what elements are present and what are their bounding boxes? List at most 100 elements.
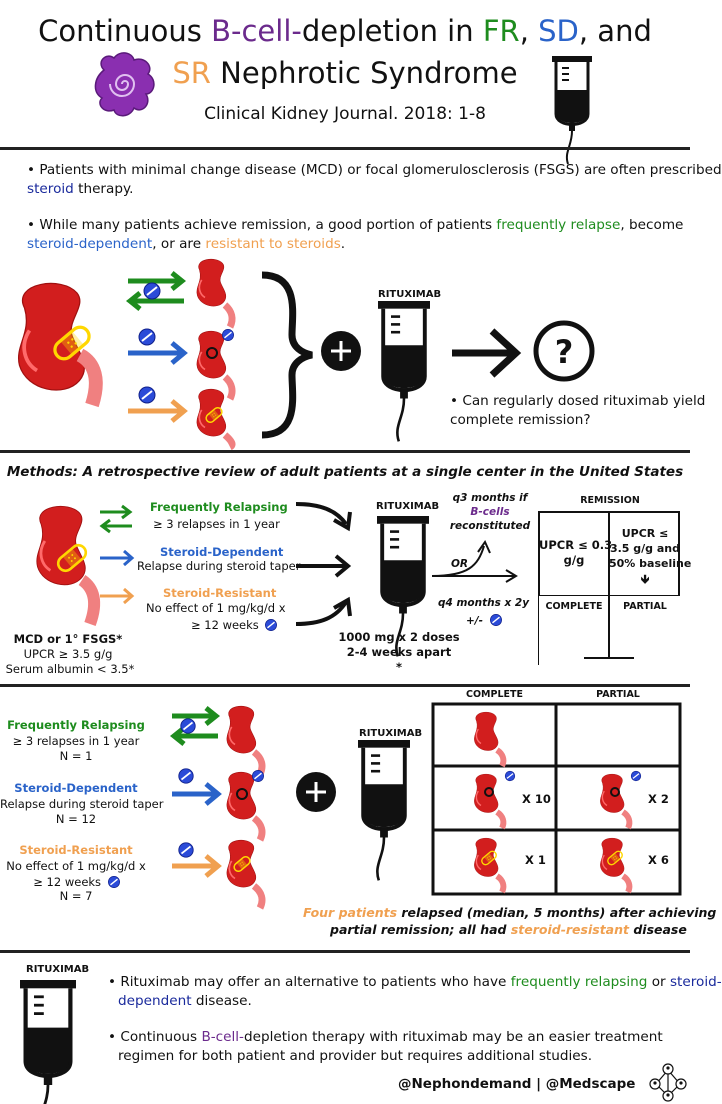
remission-stand <box>584 596 634 659</box>
complete-criteria-1: UPCR ≤ 0.3 <box>539 538 613 552</box>
dose-line-1: 1000 mg x 2 doses <box>338 630 460 644</box>
relapse-line-1: Four patients relapsed (median, 5 months… <box>303 905 716 920</box>
results-sd-n: N = 12 <box>55 812 97 826</box>
conclusion-text: • Rituximab may offer an alternative to … <box>108 974 511 990</box>
methods-rituximab-label: RITUXIMAB <box>376 501 440 512</box>
intro-text: therapy. <box>73 181 134 197</box>
conclusion-text: depletion therapy with rituximab may be … <box>243 1029 663 1045</box>
dose-line-2: 2-4 weeks apart <box>346 645 452 659</box>
title-part: , and <box>578 14 652 48</box>
methods-sr-weeks: ≥ 12 weeks <box>191 618 259 632</box>
svg-text:?: ? <box>555 333 574 371</box>
col-partial: PARTIAL <box>596 689 640 700</box>
iv-bag-icon <box>356 738 412 883</box>
steroid-ring-icon <box>610 787 620 797</box>
methods-heading: Methods: A retrospective review of adult… <box>6 464 684 480</box>
steroid-pill-icon <box>179 717 197 735</box>
conclusion-bullet-1-cont: dependent disease. <box>118 993 252 1009</box>
intro-question-2: complete remission? <box>450 412 591 428</box>
intro-text: • While many patients achieve remission,… <box>27 217 497 233</box>
results-fr-title: Frequently Relapsing <box>7 718 145 732</box>
steroid-pill-icon <box>251 769 265 783</box>
arrow-right-icon <box>100 587 135 605</box>
intro-sd: steroid-dependent <box>27 236 153 252</box>
dose-line-3: * <box>395 660 402 674</box>
criteria-3: Serum albumin < 3.5* <box>5 662 135 676</box>
intro-rituximab-label: RITUXIMAB <box>378 289 442 300</box>
kidney-icon <box>196 258 227 307</box>
q4-plusminus: +/- <box>466 615 483 627</box>
ureter-icon <box>76 348 103 408</box>
conclusion-text: disease. <box>191 993 252 1009</box>
methods-sd-desc: Relapse during steroid taper <box>137 559 301 573</box>
q3-line-3: reconstituted <box>449 520 531 532</box>
kidney-icon <box>226 705 257 754</box>
steroid-pill-icon <box>177 767 195 785</box>
intro-text: , or are <box>152 236 206 252</box>
arrow-right-icon <box>100 549 135 567</box>
methods-sd-title: Steroid-Dependent <box>160 545 284 559</box>
remission-title: REMISSION <box>580 495 640 506</box>
conclusion-bullet-2-cont: regimen for both patient and provider bu… <box>118 1048 593 1064</box>
divider <box>0 950 690 953</box>
down-arrow-icon: 🡻 <box>640 572 650 586</box>
brace-icon <box>261 271 313 439</box>
arrow-icon <box>333 511 352 532</box>
arrow-right-icon <box>432 569 518 583</box>
sd-complete-count: X 10 <box>522 792 551 806</box>
results-sr-desc-2: ≥ 12 weeks <box>0 874 152 889</box>
title-sr: SR <box>172 56 211 90</box>
intro-bullet-1-cont: steroid therapy. <box>27 181 133 197</box>
complete-label: COMPLETE <box>545 601 603 612</box>
steroid-pill-icon <box>143 282 161 300</box>
results-sr-n: N = 7 <box>59 889 93 903</box>
results-sd-title: Steroid-Dependent <box>14 781 138 795</box>
steroid-pill-icon <box>221 328 235 342</box>
steroid-ring-icon <box>484 787 494 797</box>
arrow-right-icon <box>172 706 221 726</box>
arrow-left-icon <box>169 726 218 746</box>
intro-text: • Patients with minimal change disease (… <box>27 162 722 178</box>
steroid-ring-icon <box>236 788 248 800</box>
credit: @Nephondemand | @Medscape <box>398 1076 636 1092</box>
conclusion-text: • Continuous <box>108 1029 202 1045</box>
iv-bag-icon <box>550 54 594 166</box>
relapse-text: relapsed (median, 5 months) after achiev… <box>397 905 717 920</box>
intro-bullet-2-cont: steroid-dependent, or are resistant to s… <box>27 236 345 252</box>
partial-label: PARTIAL <box>623 601 667 612</box>
title-part: Nephrotic Syndrome <box>210 56 518 90</box>
methods-sr-desc-2: ≥ 12 weeks <box>191 617 278 632</box>
relapse-four-patients: Four patients <box>303 905 398 920</box>
q4-line-1: q4 months x 2y <box>438 597 530 609</box>
intro-bullet-2: • While many patients achieve remission,… <box>27 217 683 233</box>
title-line-2: SR Nephrotic Syndrome <box>0 56 690 90</box>
criteria-1: MCD or 1° FSGS* <box>13 632 123 646</box>
complete-criteria-2: g/g <box>563 553 585 567</box>
methods-sr-title: Steroid-Resistant <box>163 586 277 600</box>
kidney-icon <box>226 771 257 820</box>
intro-text: . <box>340 236 346 252</box>
arrow-icon <box>333 596 352 617</box>
kidney-icon <box>196 330 227 379</box>
title-part: , <box>519 14 539 48</box>
citation: Clinical Kidney Journal. 2018: 1-8 <box>204 104 486 124</box>
arrow-right-icon <box>172 782 222 806</box>
arrow-right-icon <box>452 328 522 378</box>
steroid-pill-icon <box>504 770 516 782</box>
conclusion-rituximab-label: RITUXIMAB <box>26 964 90 975</box>
intro-sr: resistant to steroids <box>205 236 341 252</box>
intro-question-1: • Can regularly dosed rituximab yield <box>450 393 706 409</box>
relapse-sr: steroid-resistant <box>510 922 629 937</box>
methods-fr-desc: ≥ 3 relapses in 1 year <box>153 517 280 531</box>
divider <box>0 147 690 150</box>
col-complete: COMPLETE <box>466 689 523 700</box>
conclusion-sd: steroid- <box>669 974 722 990</box>
title-bcell: B-cell- <box>211 14 302 48</box>
methods-sr-desc-1: No effect of 1 mg/kg/d x <box>146 601 286 615</box>
results-sr-weeks: ≥ 12 weeks <box>33 875 102 889</box>
steroid-pill-icon <box>138 386 156 404</box>
arrow-right-icon <box>128 271 187 291</box>
relapse-line-2: partial remission; all had steroid-resis… <box>330 922 687 937</box>
iv-bag-icon <box>376 299 432 444</box>
intro-fr: frequently relapse <box>496 217 621 233</box>
